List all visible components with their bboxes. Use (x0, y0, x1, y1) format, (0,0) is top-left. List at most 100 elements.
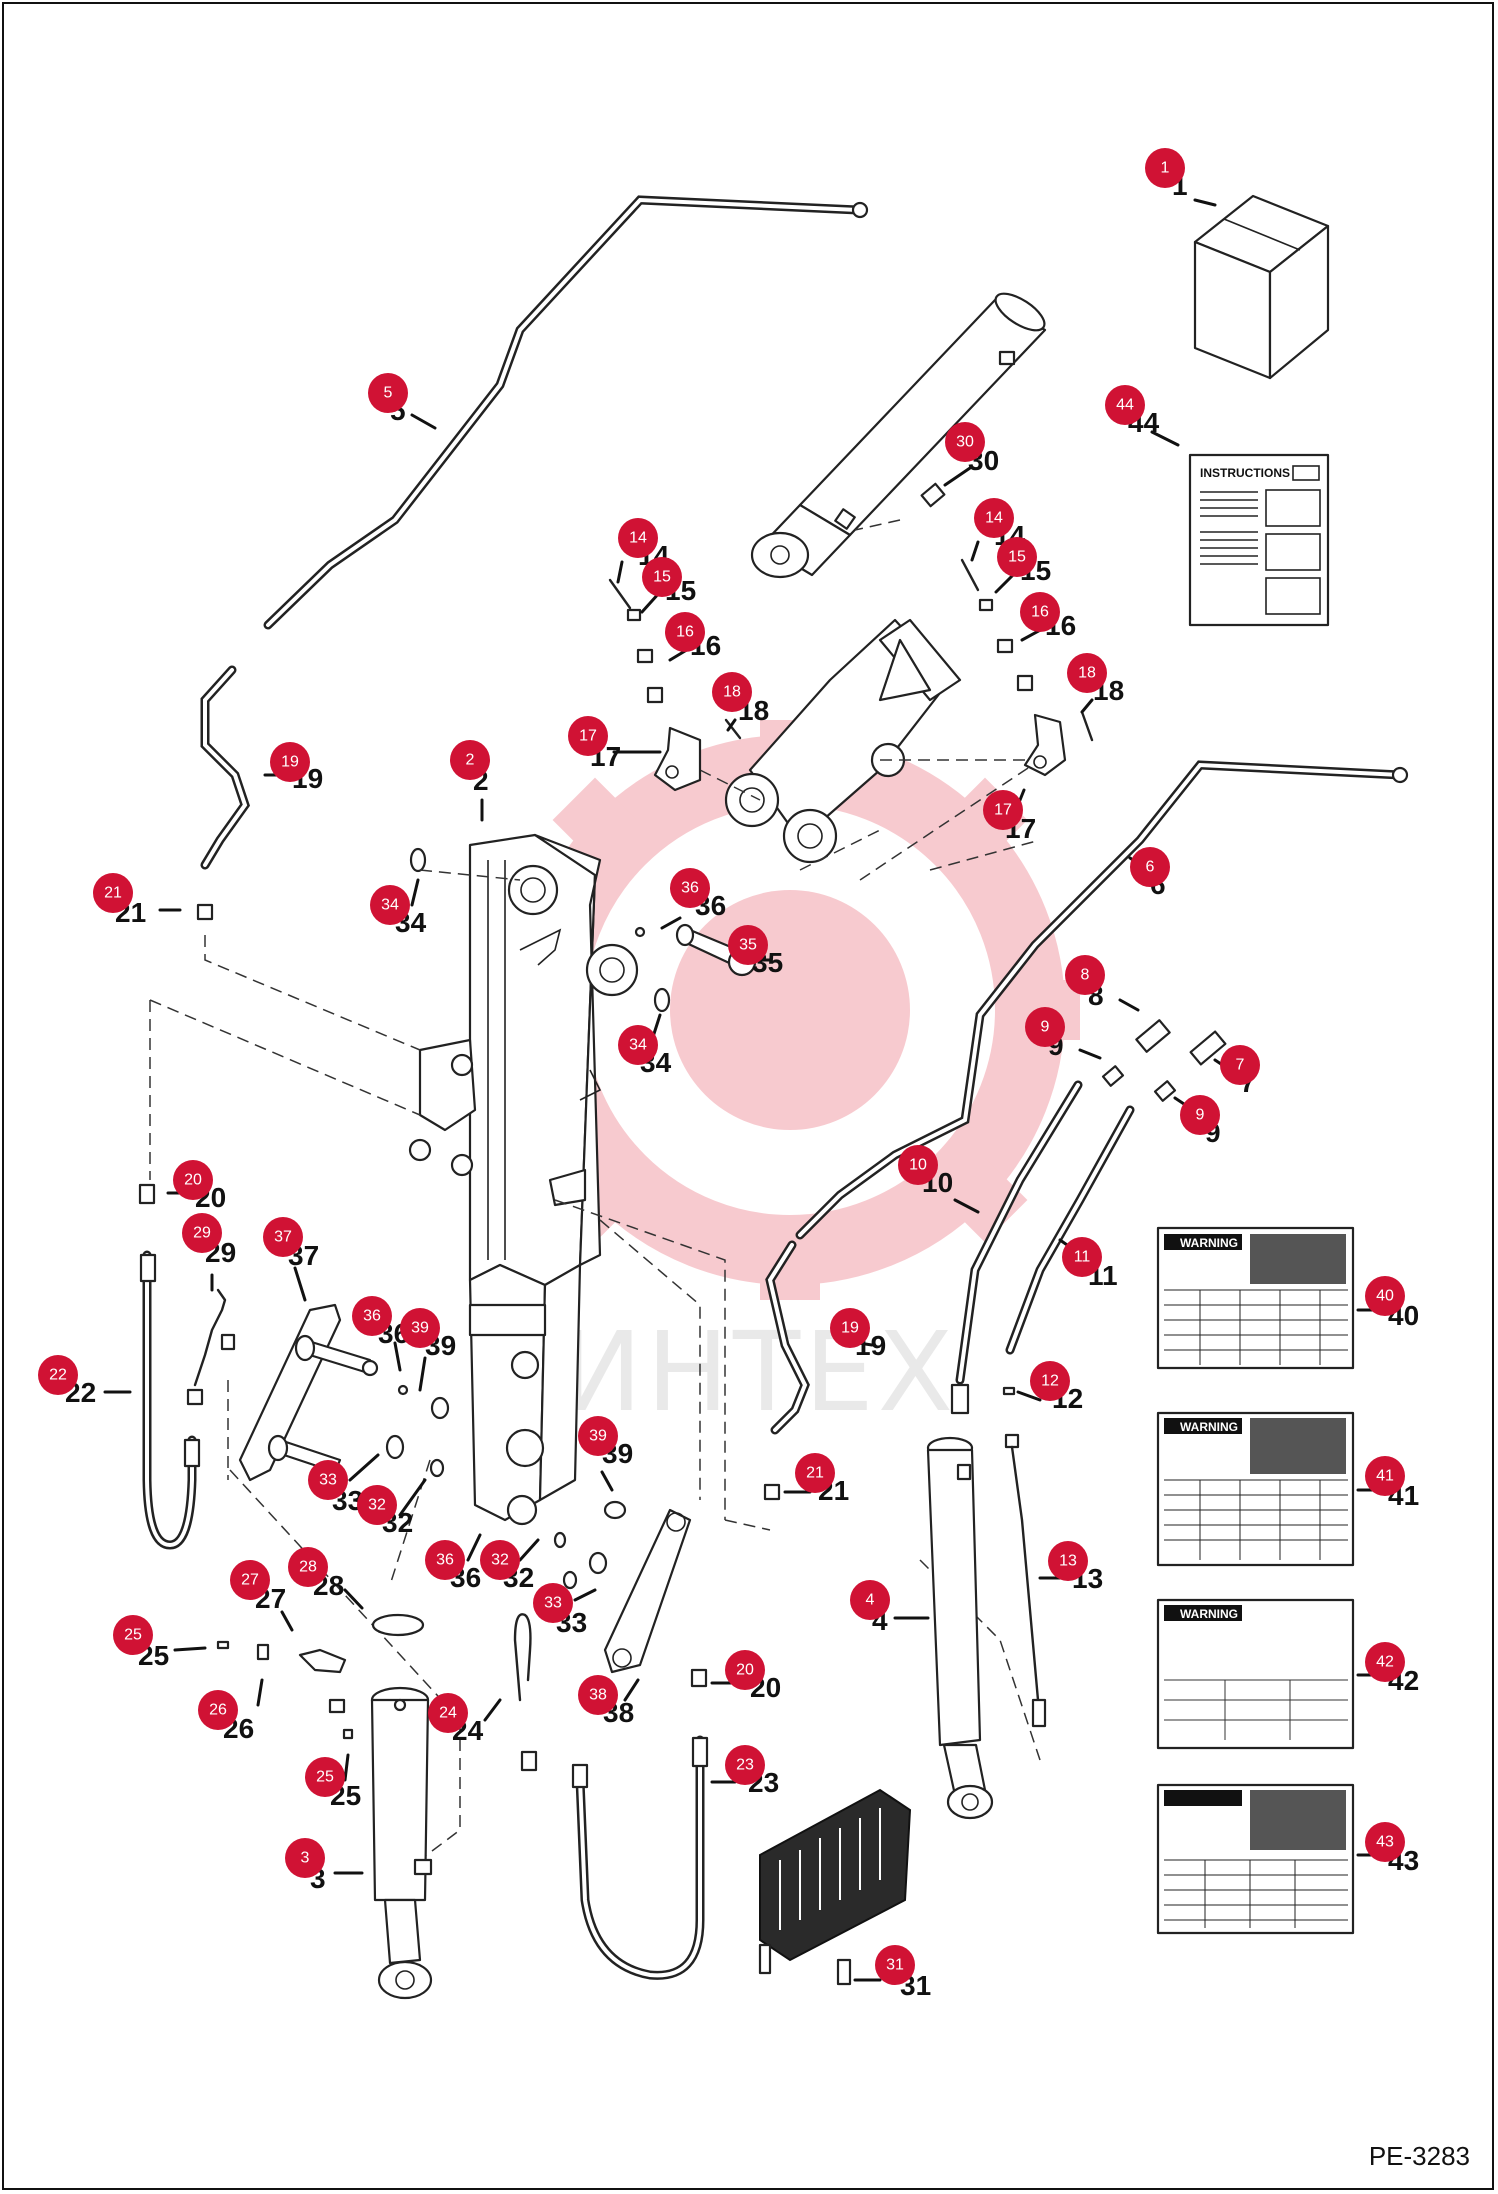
callout-badge-label: 26 (209, 1702, 227, 1719)
callout-badge-label: 34 (629, 1037, 647, 1054)
decal-41-warning: WARNING (1180, 1420, 1238, 1434)
callout-badge-label: 18 (1078, 665, 1096, 682)
callout-badge (618, 518, 658, 558)
callout-6: 66 (1128, 847, 1170, 900)
part-hose-23 (571, 1668, 709, 1980)
callout-badge-label: 32 (368, 1497, 386, 1514)
decal-42-warning: WARNING (1180, 1607, 1238, 1621)
callout-badge-label: 18 (723, 684, 741, 701)
callout-badge (945, 422, 985, 462)
callout-badge-label: 43 (1376, 1834, 1394, 1851)
callout-leader-line (616, 560, 624, 584)
callout-badge-label: 39 (589, 1428, 607, 1445)
part-instructions-manual: INSTRUCTIONS (1188, 453, 1330, 627)
callout-badge (1065, 955, 1105, 995)
callout-badge (285, 1838, 325, 1878)
callout-badge-label: 41 (1376, 1468, 1394, 1485)
callout-badge (578, 1416, 618, 1456)
callout-badge (428, 1693, 468, 1733)
callout-leader-line (1016, 1390, 1042, 1402)
watermark-text: ИНТЕХ (560, 1308, 957, 1436)
callout-badge (1180, 1095, 1220, 1135)
part-o-rings-34 (409, 847, 671, 1013)
callout-badge-label: 27 (241, 1572, 259, 1589)
watermark-gear-hub (670, 890, 910, 1130)
callout-leader-line (418, 1356, 427, 1392)
callout-leader-line (256, 1678, 264, 1707)
part-bracket-left (608, 578, 742, 792)
part-boom-cylinder-4 (926, 1436, 994, 1820)
callout-badge-label: 31 (886, 1957, 904, 1974)
callout-badge-label: 4 (866, 1592, 875, 1609)
part-hose-22 (138, 1183, 201, 1550)
callout-badge-label: 14 (629, 530, 647, 547)
callout-leader-line (943, 466, 972, 487)
part-fitting-21-top (196, 903, 214, 955)
callout-badge-label: 10 (909, 1157, 927, 1174)
callout-leader-line (173, 1646, 207, 1652)
callout-leader-line (970, 540, 980, 562)
callout-badge-label: 33 (319, 1472, 337, 1489)
callout-7: 77 (1213, 1045, 1260, 1098)
callout-badge (983, 790, 1023, 830)
callout-leader-line (573, 1588, 597, 1602)
callout-badge (270, 742, 310, 782)
callout-leader-line (410, 878, 420, 907)
callout-badge (400, 1308, 440, 1348)
part-clamp-hardware (216, 1613, 425, 1740)
callout-badge (480, 1540, 520, 1580)
part-control-valve (758, 1788, 912, 1986)
part-link-37 (238, 1303, 379, 1482)
part-fittings-7-8-9 (1101, 1019, 1227, 1102)
callout-badge (875, 1945, 915, 1985)
instructions-title: INSTRUCTIONS (1200, 466, 1290, 480)
callout-badge-label: 19 (281, 754, 299, 771)
drawing-number: PE-3283 (1368, 2141, 1470, 2171)
part-hose-11 (1005, 1105, 1135, 1355)
callout-badge-label: 15 (1008, 549, 1026, 566)
callout-badge (728, 925, 768, 965)
callout-badge-label: 44 (1116, 397, 1134, 414)
callout-badge-label: 29 (193, 1225, 211, 1242)
callout-badge-label: 8 (1081, 967, 1090, 984)
callout-badge-label: 16 (1031, 604, 1049, 621)
callout-badge-label: 17 (994, 802, 1012, 819)
callout-badge (898, 1145, 938, 1185)
callout-badge (370, 885, 410, 925)
callout-badge-label: 17 (579, 728, 597, 745)
callout-leader-line (1078, 1048, 1102, 1060)
callout-badge-label: 23 (736, 1757, 754, 1774)
part-tube-5 (200, 195, 869, 870)
callout-badge-label: 2 (466, 752, 475, 769)
callout-badge-label: 37 (274, 1229, 292, 1246)
callout-badge-label: 7 (1236, 1057, 1245, 1074)
callout-badge (113, 1615, 153, 1655)
callout-leader-line (953, 1198, 980, 1214)
callout-3: 33 (285, 1838, 364, 1894)
callout-badge (288, 1547, 328, 1587)
callout-badge-label: 39 (411, 1320, 429, 1337)
callout-leader-line (1118, 998, 1140, 1012)
callout-badge (263, 1217, 303, 1257)
